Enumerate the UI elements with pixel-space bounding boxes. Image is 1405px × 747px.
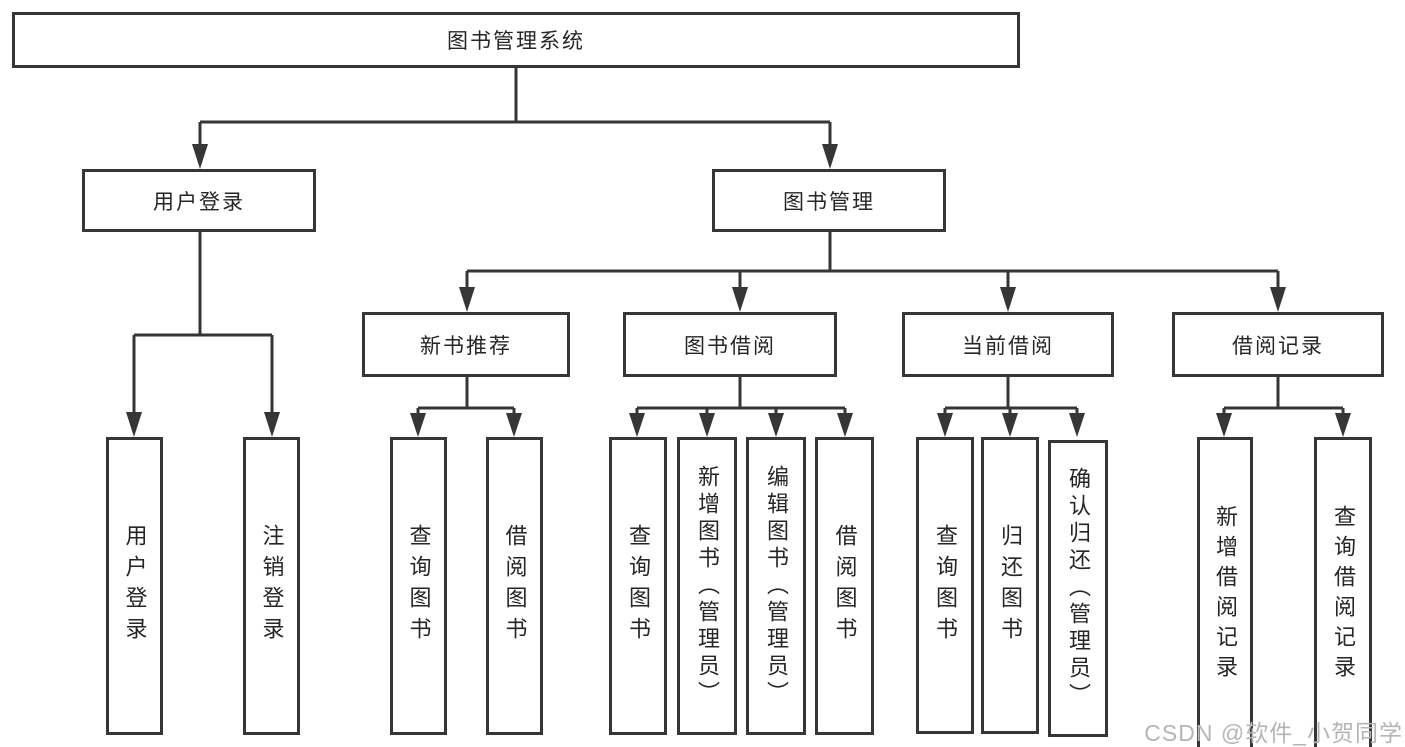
node-leaf-borrow-books-1: 借阅图书	[486, 437, 543, 735]
node-leaf-query-borrow-record: 查询借阅记录	[1314, 437, 1372, 747]
node-leaf-borrow-books-2: 借阅图书	[815, 437, 874, 735]
node-leaf-query-books-1: 查询图书	[390, 437, 447, 735]
arrowheads	[126, 144, 1351, 437]
node-leaf-logout: 注销登录	[243, 437, 300, 735]
node-leaf-return-book: 归还图书	[981, 437, 1039, 734]
node-current-borrowing: 当前借阅	[902, 312, 1114, 377]
node-borrow-records: 借阅记录	[1172, 312, 1384, 377]
node-leaf-confirm-return-admin: 确认归还（管理员）	[1048, 440, 1108, 737]
node-root: 图书管理系统	[12, 12, 1020, 68]
node-leaf-add-book-admin: 新增图书（管理员）	[677, 437, 737, 735]
csdn-watermark: CSDN @软件_小贺同学	[1144, 720, 1403, 746]
node-book-borrowing: 图书借阅	[623, 312, 837, 377]
node-new-book-recommend: 新书推荐	[362, 312, 570, 377]
node-leaf-user-login: 用户登录	[106, 437, 163, 735]
node-leaf-add-borrow-record: 新增借阅记录	[1197, 437, 1253, 747]
node-leaf-edit-book-admin: 编辑图书（管理员）	[746, 437, 806, 735]
node-leaf-query-books-3: 查询图书	[916, 437, 974, 734]
node-leaf-query-books-2: 查询图书	[609, 437, 667, 735]
node-user-login: 用户登录	[82, 169, 316, 232]
node-book-management: 图书管理	[712, 169, 946, 232]
